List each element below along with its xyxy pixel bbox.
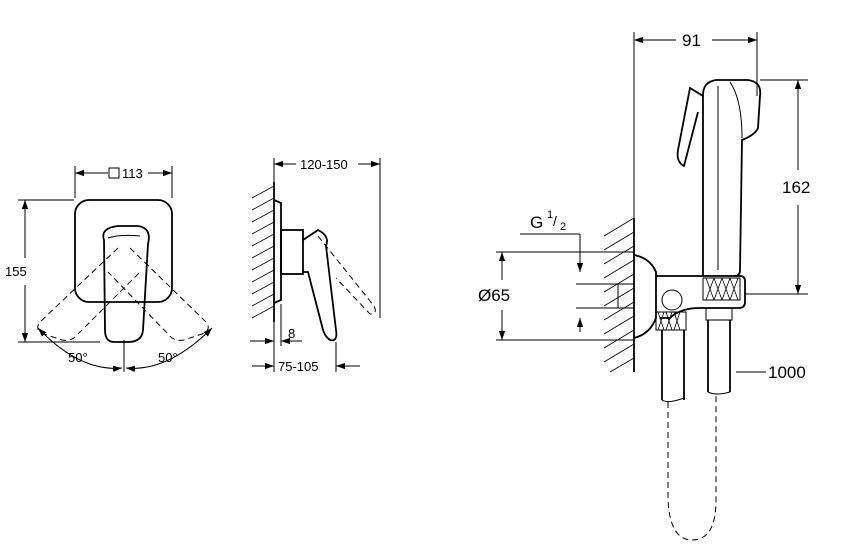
diameter-label: Ø65 xyxy=(478,286,510,305)
plate-offset-label: 8 xyxy=(288,326,295,341)
depth-range-label: 120-150 xyxy=(300,157,348,172)
square-symbol xyxy=(108,167,120,179)
thread-denominator: 2 xyxy=(560,221,566,233)
side-lever-rotated xyxy=(317,235,376,315)
hose-length-label: 1000 xyxy=(768,363,806,382)
projection-range-label: 75-105 xyxy=(278,359,318,374)
angle-left-label: 50° xyxy=(68,350,88,365)
knurled-nut-head xyxy=(702,277,741,301)
hose xyxy=(661,320,731,400)
lever-handle xyxy=(102,225,150,343)
angle-right-label: 50° xyxy=(158,350,178,365)
front-view xyxy=(18,166,213,372)
wall-rosette xyxy=(633,254,657,339)
side-lever xyxy=(302,228,338,342)
thread-label: G xyxy=(530,213,543,232)
thread-numerator: 1 xyxy=(547,209,553,221)
wall-hatching xyxy=(251,185,275,319)
plate-height-label: 155 xyxy=(5,264,27,279)
spray-depth-label: 91 xyxy=(682,31,701,50)
thread-slash: / xyxy=(553,213,557,229)
spray-head xyxy=(702,79,762,277)
spray-height-label: 162 xyxy=(782,178,810,197)
spray-wall-hatching xyxy=(603,217,635,373)
spray-assembly xyxy=(496,32,808,541)
holder-bracket xyxy=(656,275,746,319)
knurled-nut-right xyxy=(705,307,733,321)
knurled-nut-left xyxy=(655,311,687,331)
side-view xyxy=(250,158,381,372)
rotated-handle-right xyxy=(107,247,209,341)
rotated-handle-left xyxy=(37,247,141,341)
spray-trigger xyxy=(676,86,704,168)
cover-plate xyxy=(74,199,173,303)
plate-width-label: 113 xyxy=(122,166,143,181)
